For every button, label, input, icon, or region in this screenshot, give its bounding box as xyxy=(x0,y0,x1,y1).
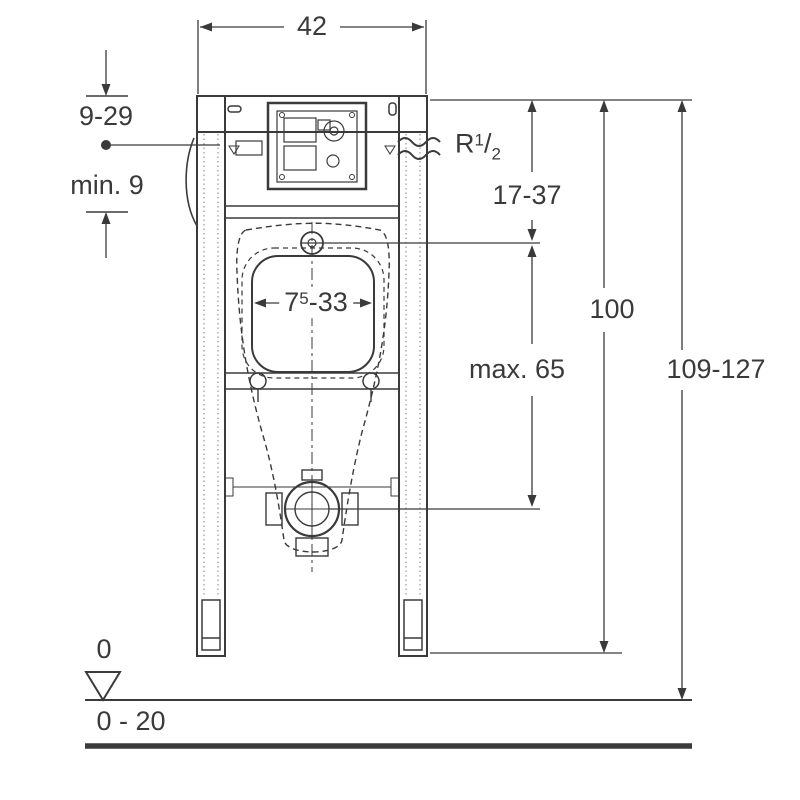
outlet-assembly xyxy=(265,469,359,557)
adjustable-feet xyxy=(201,599,423,651)
dim-right-upper-label: 17-37 xyxy=(487,180,567,211)
supply-pipe-curve xyxy=(185,137,198,227)
floor-level xyxy=(84,671,692,749)
dim-max-center-label: max. 65 xyxy=(463,354,571,385)
inner-width-rest: -33 xyxy=(308,287,348,318)
ceramic-outline-dashed xyxy=(236,222,390,553)
water-supply-squiggle xyxy=(397,137,441,160)
thread-denominator: 2 xyxy=(491,144,501,164)
dimension-arrows xyxy=(101,22,687,700)
floor-range-label: 0 - 20 xyxy=(91,706,171,737)
dim-top-width-label: 42 xyxy=(291,11,333,42)
inner-width-superscript: 5 xyxy=(299,289,309,309)
flush-unit xyxy=(266,101,368,191)
thread-fraction-slash: / xyxy=(483,128,492,159)
dim-height-inner-label: 100 xyxy=(584,294,640,325)
level-marker-triangle xyxy=(84,671,122,702)
dim-left-min-label: min. 9 xyxy=(65,170,149,201)
supply-thread-label: R1/2 xyxy=(450,128,506,165)
dimension-lines xyxy=(86,20,692,694)
mount-plate-solid xyxy=(251,255,375,373)
thread-prefix: R xyxy=(455,128,475,159)
actuation-reference-dot xyxy=(101,140,111,150)
dim-left-upper-label: 9-29 xyxy=(73,101,139,132)
dim-height-total-label: 109-127 xyxy=(661,354,771,385)
rail-texture xyxy=(203,134,421,596)
inner-width-base: 7 xyxy=(284,287,300,318)
thread-numerator: 1 xyxy=(474,130,484,150)
mount-plate-dashed xyxy=(241,247,385,379)
floor-zero-label: 0 xyxy=(91,634,117,665)
dim-inner-width-label: 75-33 xyxy=(279,287,353,318)
